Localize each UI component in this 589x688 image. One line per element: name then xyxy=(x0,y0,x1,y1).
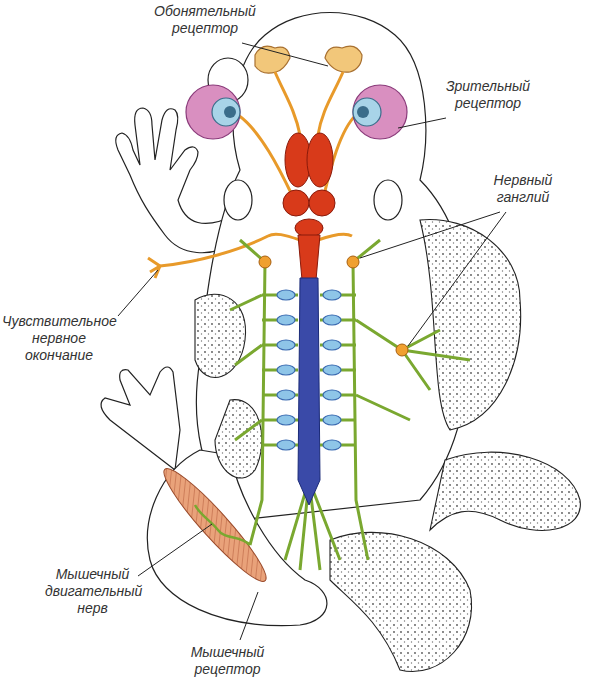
eye xyxy=(186,85,407,139)
spinal-ganglia xyxy=(323,390,341,400)
part-label: Мышечный рецептор xyxy=(180,644,275,678)
spinal-ganglia xyxy=(277,340,295,350)
eye xyxy=(224,106,236,118)
nerve-ganglion xyxy=(347,256,359,268)
nerve-ganglion xyxy=(259,256,408,356)
nerve-ganglion xyxy=(396,344,408,356)
spinal-ganglia xyxy=(262,290,356,450)
spinal-cord xyxy=(298,278,320,505)
spinal-ganglia xyxy=(277,415,295,425)
brain xyxy=(309,190,335,216)
body-outline xyxy=(101,13,470,626)
leader-line xyxy=(242,43,328,66)
spinal-ganglia xyxy=(262,295,356,445)
spinal-ganglia xyxy=(323,315,341,325)
part-label: Мышечный двигательный нерв xyxy=(45,566,140,617)
eye xyxy=(353,98,381,126)
spinal-ganglia xyxy=(323,290,341,300)
part-label: Чувствительное нервное окончание xyxy=(2,313,116,364)
olfactory-receptor xyxy=(255,46,290,73)
cranial-nerves xyxy=(148,72,356,278)
part-label: Нервный ганглий xyxy=(478,172,568,206)
brain xyxy=(283,190,309,216)
spinal-ganglia xyxy=(277,440,295,450)
sympathetic-nerves xyxy=(195,240,470,570)
cranial-nerves xyxy=(160,234,300,266)
spinal-ganglia xyxy=(277,390,295,400)
spinal-cord xyxy=(298,278,320,505)
part-label: Зрительный рецептор xyxy=(438,78,538,112)
spinal-ganglia xyxy=(277,290,295,300)
cranial-nerves xyxy=(318,72,343,135)
eye xyxy=(357,106,369,118)
eye xyxy=(353,85,407,139)
nerve-ganglion xyxy=(259,256,271,268)
spinal-ganglia xyxy=(323,415,341,425)
sympathetic-nerves xyxy=(353,262,368,560)
brain xyxy=(283,133,335,280)
cranial-nerves xyxy=(275,72,300,135)
stippled-organs xyxy=(430,452,580,530)
brain xyxy=(307,133,333,187)
sympathetic-nerves xyxy=(230,295,262,440)
spinal-ganglia xyxy=(277,365,295,375)
cranial-nerves xyxy=(318,234,352,240)
leg-muscle xyxy=(155,461,275,590)
sympathetic-nerves xyxy=(250,262,265,545)
body-outline xyxy=(224,180,252,220)
eye xyxy=(186,85,240,139)
brain xyxy=(295,219,323,237)
leader-line xyxy=(398,118,446,128)
leader-line xyxy=(118,43,506,640)
leader-line xyxy=(360,212,500,258)
sympathetic-nerves xyxy=(356,320,470,420)
spinal-ganglia xyxy=(323,365,341,375)
body-outline xyxy=(101,367,180,470)
brain xyxy=(298,235,320,280)
leader-line xyxy=(408,212,506,346)
part-label: Обонятельный рецептор xyxy=(150,3,260,37)
leader-line xyxy=(240,592,258,640)
eye xyxy=(212,98,240,126)
olfactory-receptor xyxy=(255,46,362,73)
stippled-organs xyxy=(420,220,521,430)
body-outline xyxy=(374,180,402,220)
leader-line xyxy=(118,270,158,316)
sympathetic-nerves xyxy=(195,505,250,545)
olfactory-receptor xyxy=(325,46,362,72)
spinal-ganglia xyxy=(323,340,341,350)
leader-line xyxy=(138,524,212,576)
cranial-nerves xyxy=(238,115,292,195)
spinal-ganglia xyxy=(323,440,341,450)
stippled-organs xyxy=(330,532,472,671)
stippled-organs xyxy=(195,220,580,672)
spinal-ganglia xyxy=(277,315,295,325)
leg-muscle xyxy=(155,461,275,590)
